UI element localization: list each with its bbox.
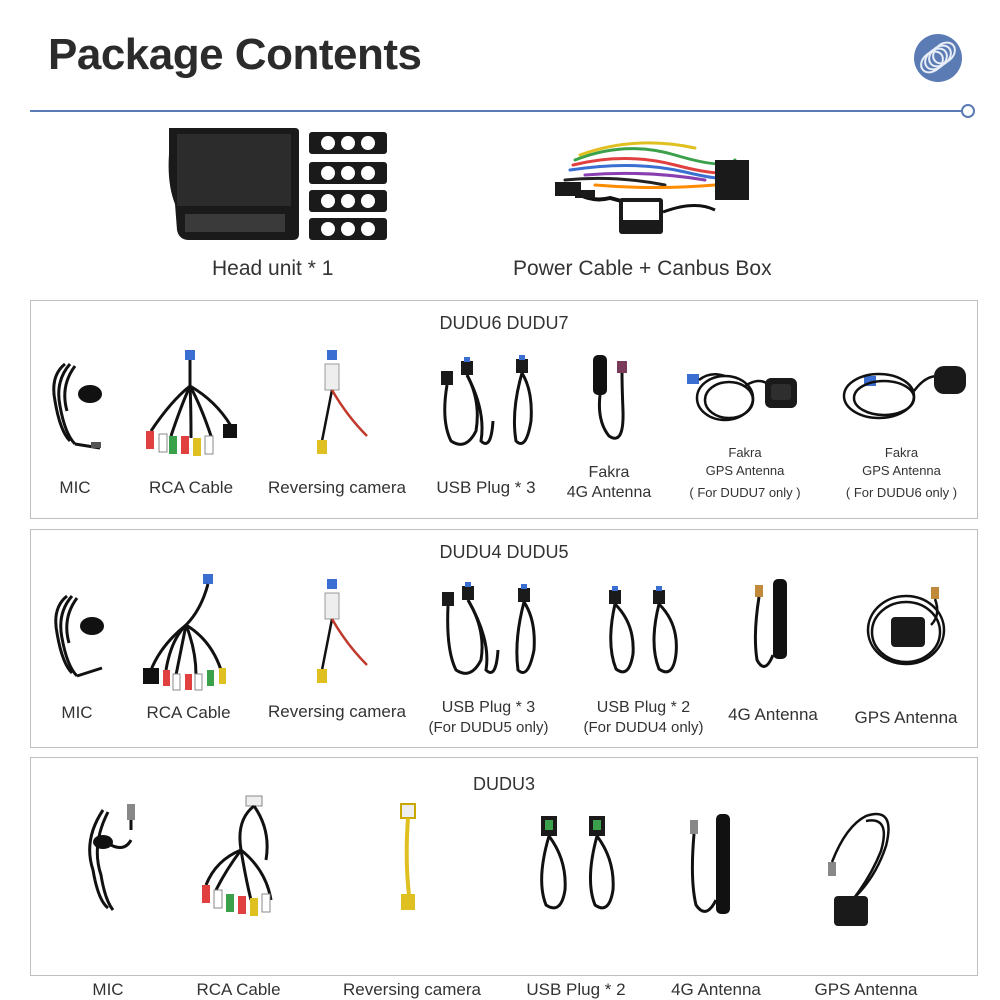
power-cable-label: Power Cable + Canbus Box <box>513 257 772 280</box>
item-label: Reversing camera <box>343 980 481 999</box>
list-item-usb-plug: USB Plug * 2 <box>526 810 626 999</box>
item-label: USB Plug * 3 <box>441 699 536 716</box>
gps-antenna-icon <box>842 366 966 420</box>
item-label: Reversing camera <box>268 478 406 497</box>
item-label-group: Fakra GPS Antenna ( For DUDU6 only ) <box>794 444 1000 502</box>
list-item-fakra-4g-antenna: Fakra 4G Antenna <box>567 351 651 501</box>
item-label: RCA Cable <box>196 980 281 999</box>
rca-cable-icon <box>146 350 237 456</box>
list-item-mic: MIC <box>73 800 143 999</box>
header-rule <box>30 110 962 112</box>
item-label: MIC <box>92 980 124 999</box>
microphone-icon <box>88 804 135 911</box>
item-note: (For DUDU5 only) <box>428 719 549 736</box>
reversing-camera-cable-icon <box>400 803 416 910</box>
section-title: DUDU4 DUDU5 <box>439 542 569 562</box>
gps-antenna-icon <box>828 812 890 926</box>
list-item-4g-antenna: 4G Antenna <box>671 810 761 999</box>
rca-cable-icon <box>202 795 273 916</box>
rca-cable-icon <box>143 574 226 691</box>
item-label: USB Plug * 3 <box>436 478 536 497</box>
usb-cables-icon <box>609 586 678 674</box>
usb-cables-icon <box>540 816 615 910</box>
list-item-usb-plug-3: USB Plug * 3 (For DUDU5 only) <box>428 580 549 736</box>
item-label: GPS Antenna <box>854 708 958 727</box>
list-item-rca-cable: RCA Cable <box>196 790 281 999</box>
microphone-icon <box>54 594 104 678</box>
list-item-4g-antenna: 4G Antenna <box>728 575 818 724</box>
list-item-mic: MIC <box>45 356 105 497</box>
item-label: GPS Antenna <box>814 980 918 999</box>
list-item-gps-antenna: GPS Antenna <box>814 806 918 999</box>
list-item-reversing-camera: Reversing camera <box>268 346 406 497</box>
wiring-harness-canbus-icon <box>555 141 749 234</box>
list-item-mic: MIC <box>47 588 107 722</box>
list-item-reversing-camera: Reversing camera <box>268 575 406 721</box>
usb-cables-icon <box>441 355 533 446</box>
item-label: Reversing camera <box>268 702 406 721</box>
section-title: DUDU3 <box>472 774 535 794</box>
item-label: Fakra <box>728 445 762 460</box>
item-label: MIC <box>61 703 93 722</box>
item-label: RCA Cable <box>148 478 234 497</box>
item-label-group: USB Plug * 3 (For DUDU5 only) <box>396 698 581 738</box>
item-label: 4G Antenna <box>728 705 818 724</box>
rule-end-dot <box>961 104 975 118</box>
section-dudu3: DUDU3 MIC RCA Cable <box>30 757 978 999</box>
item-label: Fakra <box>588 464 630 481</box>
item-label-group: Fakra GPS Antenna ( For DUDU7 only ) <box>645 444 845 502</box>
item-label: USB Plug * 2 <box>526 980 626 999</box>
section-dudu6-dudu7: DUDU6 DUDU7 MIC RCA Cable <box>30 300 978 519</box>
item-note: 4G Antenna <box>566 484 652 501</box>
item-note2: ( For DUDU6 only ) <box>845 485 958 500</box>
section-dudu4-dudu5: DUDU4 DUDU5 MIC RCA Cable <box>30 529 978 748</box>
item-label: Fakra <box>884 445 919 460</box>
list-item-rca-cable: RCA Cable <box>141 570 236 722</box>
list-item-rca-cable: RCA Cable <box>141 346 241 497</box>
page-title: Package Contents <box>48 30 422 79</box>
list-item-usb-plug-2: USB Plug * 2 (For DUDU4 only) <box>583 584 704 736</box>
4g-antenna-icon <box>593 355 627 440</box>
4g-antenna-icon <box>753 579 787 668</box>
item-note: (For DUDU4 only) <box>583 719 704 736</box>
4g-antenna-icon <box>690 814 730 914</box>
section-title: DUDU6 DUDU7 <box>439 313 569 333</box>
item-note2: ( For DUDU7 only ) <box>689 485 801 500</box>
microphone-icon <box>52 362 102 450</box>
gps-antenna-icon <box>687 372 797 422</box>
reversing-camera-cable-icon <box>317 579 368 683</box>
item-note: GPS Antenna <box>862 463 941 478</box>
list-item-reversing-camera: Reversing camera <box>343 800 481 999</box>
head-unit-label: Head unit * 1 <box>212 257 334 280</box>
item-label: RCA Cable <box>146 703 231 722</box>
reversing-camera-cable-icon <box>317 350 368 454</box>
item-label-group: USB Plug * 2 (For DUDU4 only) <box>561 698 726 738</box>
item-label: USB Plug * 2 <box>596 699 691 716</box>
item-label: MIC <box>59 478 91 497</box>
item-label: 4G Antenna <box>671 980 761 999</box>
coil-icon <box>914 34 962 82</box>
list-item-fakra-gps-dudu7: Fakra GPS Antenna ( For DUDU7 only ) <box>685 356 805 500</box>
head-unit-with-frames-icon <box>168 128 387 240</box>
item-note: GPS Antenna <box>705 463 785 478</box>
list-item-gps-antenna: GPS Antenna <box>854 585 958 727</box>
gps-antenna-icon <box>866 587 946 666</box>
usb-cables-icon <box>442 582 536 675</box>
item-label-group: Fakra 4G Antenna <box>539 463 679 503</box>
list-item-usb-plug: USB Plug * 3 <box>431 351 541 497</box>
list-item-fakra-gps-dudu6: Fakra GPS Antenna ( For DUDU6 only ) <box>834 356 969 500</box>
